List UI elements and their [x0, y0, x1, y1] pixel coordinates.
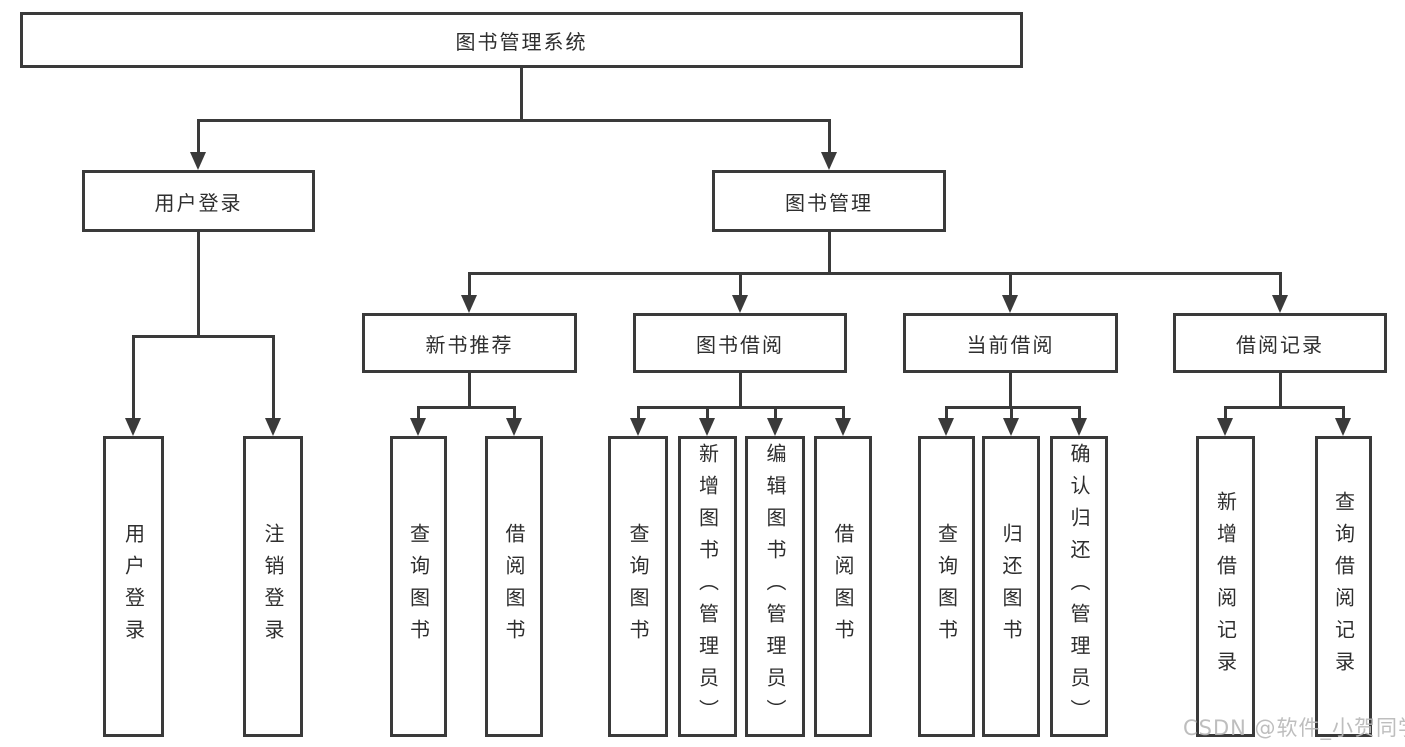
connector-line — [1279, 272, 1282, 296]
leaf-logout-login: 注销登录 — [243, 436, 303, 737]
arrowhead-icon — [125, 418, 141, 436]
leaf-query-borrow-record: 查询借阅记录 — [1315, 436, 1372, 737]
connector-line — [739, 373, 742, 409]
arrowhead-icon — [410, 418, 426, 436]
connector-line — [1078, 406, 1081, 420]
node-book-borrowing: 图书借阅 — [633, 313, 847, 373]
connector-line — [774, 406, 777, 420]
node-borrowing-records: 借阅记录 — [1173, 313, 1387, 373]
connector-line — [132, 335, 274, 338]
arrowhead-icon — [1071, 418, 1087, 436]
connector-line — [637, 406, 844, 409]
arrowhead-icon — [938, 418, 954, 436]
arrowhead-icon — [1335, 418, 1351, 436]
node-user-login: 用户登录 — [82, 170, 315, 232]
connector-line — [1224, 406, 1227, 420]
node-new-book-recommend: 新书推荐 — [362, 313, 577, 373]
arrowhead-icon — [190, 152, 206, 170]
connector-line — [1010, 406, 1013, 420]
arrowhead-icon — [630, 418, 646, 436]
node-current-borrowing: 当前借阅 — [903, 313, 1118, 373]
arrowhead-icon — [461, 295, 477, 313]
arrowhead-icon — [1272, 295, 1288, 313]
csdn-watermark: CSDN @软件_小贺同学 — [1183, 716, 1405, 740]
connector-line — [945, 406, 948, 420]
connector-line — [828, 232, 831, 275]
arrowhead-icon — [821, 152, 837, 170]
connector-line — [197, 119, 200, 153]
leaf-user-login: 用户登录 — [103, 436, 164, 737]
connector-line — [739, 272, 742, 296]
connector-line — [1009, 373, 1012, 409]
connector-line — [842, 406, 845, 420]
connector-line — [468, 272, 471, 296]
connector-line — [1224, 406, 1344, 409]
leaf-borrow-books-recommend: 借阅图书 — [485, 436, 543, 737]
connector-line — [828, 119, 831, 153]
connector-line — [197, 232, 200, 338]
leaf-query-books-current: 查询图书 — [918, 436, 975, 737]
leaf-confirm-return-admin: 确认归还（管理员） — [1050, 436, 1108, 737]
connector-line — [1279, 373, 1282, 409]
connector-line — [520, 68, 523, 122]
arrowhead-icon — [506, 418, 522, 436]
connector-line — [417, 406, 420, 420]
connector-line — [1009, 272, 1012, 296]
connector-line — [1342, 406, 1345, 420]
leaf-return-books: 归还图书 — [982, 436, 1040, 737]
arrowhead-icon — [1003, 418, 1019, 436]
connector-line — [468, 272, 1281, 275]
node-library-system: 图书管理系统 — [20, 12, 1023, 68]
leaf-add-borrow-record: 新增借阅记录 — [1196, 436, 1255, 737]
connector-line — [637, 406, 640, 420]
leaf-borrow-books-borrowing: 借阅图书 — [814, 436, 872, 737]
connector-line — [513, 406, 516, 420]
leaf-query-books-recommend: 查询图书 — [390, 436, 447, 737]
connector-line — [468, 373, 471, 409]
arrowhead-icon — [767, 418, 783, 436]
arrowhead-icon — [835, 418, 851, 436]
connector-line — [706, 406, 709, 420]
node-book-management: 图书管理 — [712, 170, 946, 232]
arrowhead-icon — [1217, 418, 1233, 436]
leaf-query-books-borrowing: 查询图书 — [608, 436, 668, 737]
leaf-edit-books-admin: 编辑图书（管理员） — [745, 436, 805, 737]
connector-line — [132, 335, 135, 419]
arrowhead-icon — [699, 418, 715, 436]
leaf-add-books-admin: 新增图书（管理员） — [678, 436, 737, 737]
arrowhead-icon — [265, 418, 281, 436]
connector-line — [272, 335, 275, 419]
arrowhead-icon — [1002, 295, 1018, 313]
connector-line — [197, 119, 831, 122]
connector-line — [417, 406, 515, 409]
arrowhead-icon — [732, 295, 748, 313]
